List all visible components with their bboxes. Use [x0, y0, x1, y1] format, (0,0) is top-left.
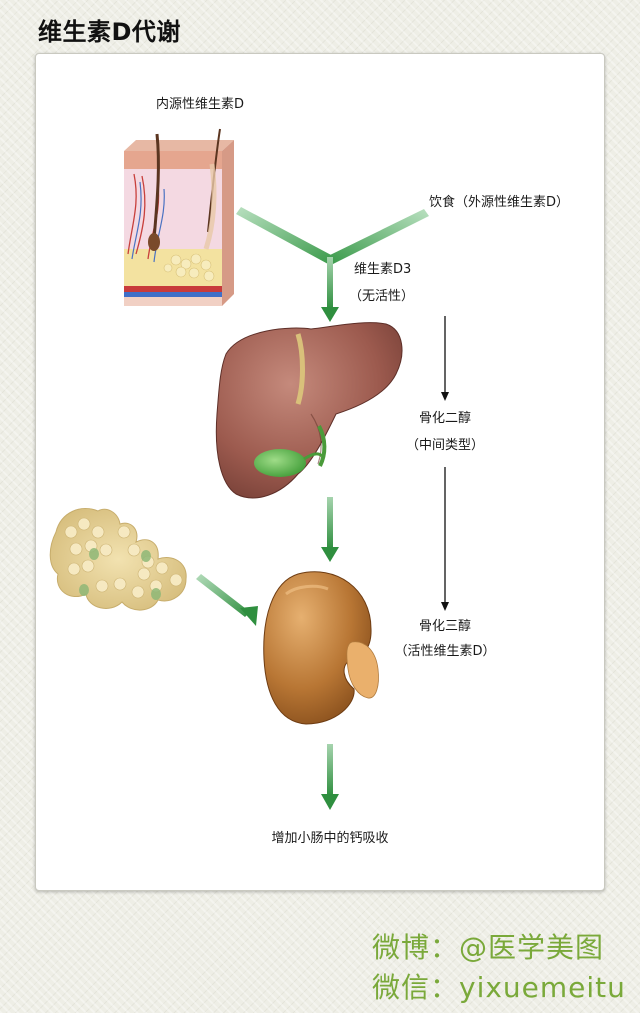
- calcitriol-label: 骨化三醇: [418, 619, 472, 634]
- weibo-watermark: 微博：@医学美图: [372, 931, 605, 964]
- diet-to-merge-branch: [328, 209, 429, 264]
- skin-to-merge-branch: [236, 207, 333, 264]
- dietary-vitamin-d-label: 饮食（外源性维生素D）: [429, 195, 570, 210]
- weixin-watermark: 微信：yixuemeitu: [372, 971, 626, 1004]
- liver-to-kidney-arrow: [321, 497, 339, 562]
- arrowhead-to-liver: [321, 307, 339, 322]
- arrowhead-calcifediol: [441, 392, 449, 401]
- process-arrows: [441, 316, 449, 611]
- endogenous-vitamin-d-label: 内源性维生素D: [156, 97, 245, 112]
- arrowhead-to-result: [321, 794, 339, 810]
- liver-illustration: [215, 322, 403, 499]
- metabolism-diagram: [49, 128, 449, 810]
- page-title: 维生素D代谢: [38, 18, 181, 46]
- diagram-panel: 内源性维生素D 饮食（外源性维生素D） 维生素D3 （无活性） 骨化二醇 （中间…: [35, 53, 605, 891]
- calcium-absorption-label: 增加小肠中的钙吸收: [271, 831, 389, 846]
- calcifediol-label: 骨化二醇: [418, 411, 472, 426]
- active-vitamin-d-label: （活性维生素D）: [394, 644, 496, 659]
- kidney-to-result-arrow: [321, 744, 339, 810]
- arrowhead-calcitriol: [441, 602, 449, 611]
- parathyroid-gland-illustration: [49, 508, 187, 611]
- inactive-label: （无活性）: [349, 289, 415, 304]
- arrowhead-from-gland: [240, 606, 258, 626]
- intermediate-label: （中间类型）: [405, 438, 485, 453]
- kidney-illustration: [263, 571, 379, 725]
- converging-arrows: [236, 207, 429, 322]
- vitamin-d3-label: 维生素D3: [354, 262, 412, 277]
- merge-stem: [327, 257, 333, 309]
- arrowhead-to-kidney: [321, 547, 339, 562]
- gland-to-kidney-arrow: [196, 574, 258, 626]
- skin-cross-section-illustration: [124, 128, 234, 306]
